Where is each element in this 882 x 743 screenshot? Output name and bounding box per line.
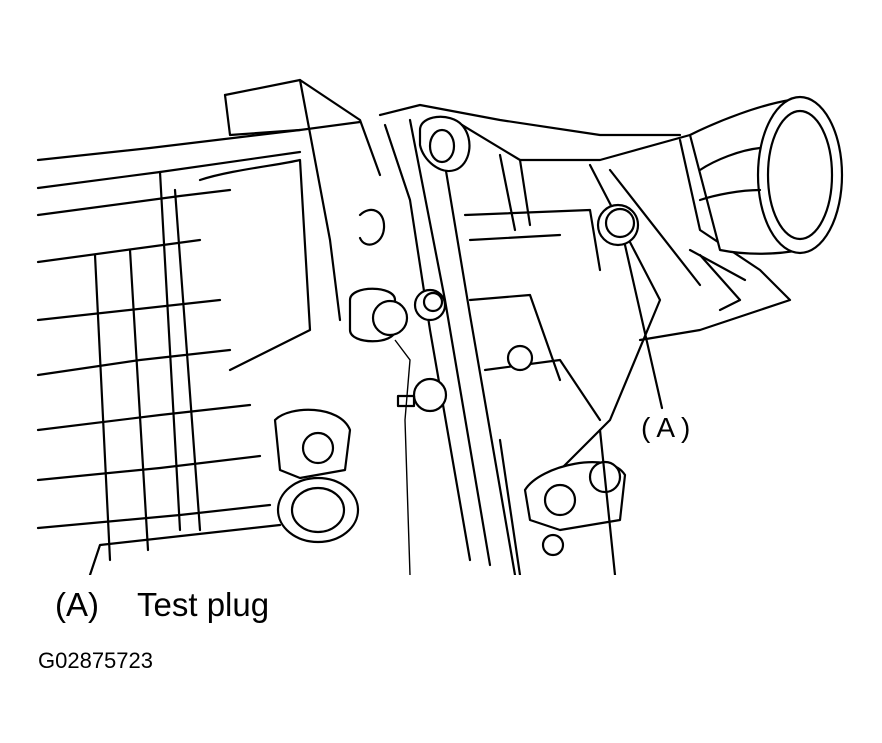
- test-plug-icon: [596, 203, 640, 247]
- legend-key: (A): [55, 586, 99, 623]
- callout-leader-line: [623, 243, 664, 410]
- callout-label-a: (A): [641, 412, 697, 443]
- legend-description: Test plug: [137, 586, 270, 623]
- legend: (A) Test plug: [55, 586, 269, 624]
- extension-housing: [518, 95, 844, 472]
- bolt-group: [273, 287, 627, 575]
- figure-id: G02875723: [38, 648, 153, 673]
- transmission-line-drawing: [36, 78, 844, 575]
- transmission-case: [36, 78, 386, 575]
